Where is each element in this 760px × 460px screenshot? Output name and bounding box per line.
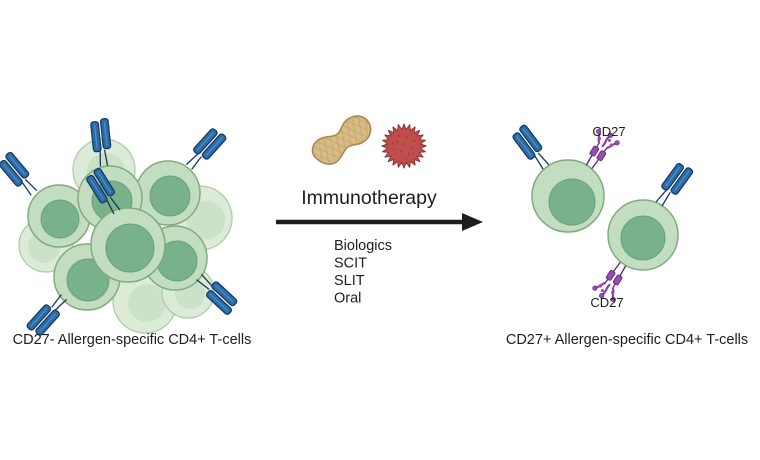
tcell-cluster (0, 117, 241, 339)
arrow-right-icon (276, 213, 483, 231)
therapy-item-slit: SLIT (334, 273, 365, 289)
cd27-positive-tcell-1 (510, 123, 623, 233)
left-caption: CD27- Allergen-specific CD4+ T-cells (13, 332, 252, 348)
tcell (135, 160, 201, 226)
tcell (90, 207, 166, 283)
pollen-allergen-icon (381, 123, 427, 169)
cd27-label-cell2: CD27 (590, 295, 623, 310)
tcr-icon (510, 123, 554, 173)
cd27-label-cell1: CD27 (592, 124, 625, 139)
therapy-item-oral: Oral (334, 291, 361, 307)
right-caption: CD27+ Allergen-specific CD4+ T-cells (506, 332, 748, 348)
therapy-item-biologics: Biologics (334, 238, 392, 254)
peanut-icon (307, 108, 377, 172)
cd27-positive-tcell-2 (589, 160, 695, 307)
tcr-icon (651, 160, 695, 210)
tcell (27, 184, 91, 248)
immunotherapy-heading: Immunotherapy (301, 187, 437, 209)
tcr-icon (0, 150, 42, 200)
therapy-item-scit: SCIT (334, 256, 367, 272)
tcr-icon (181, 125, 228, 174)
